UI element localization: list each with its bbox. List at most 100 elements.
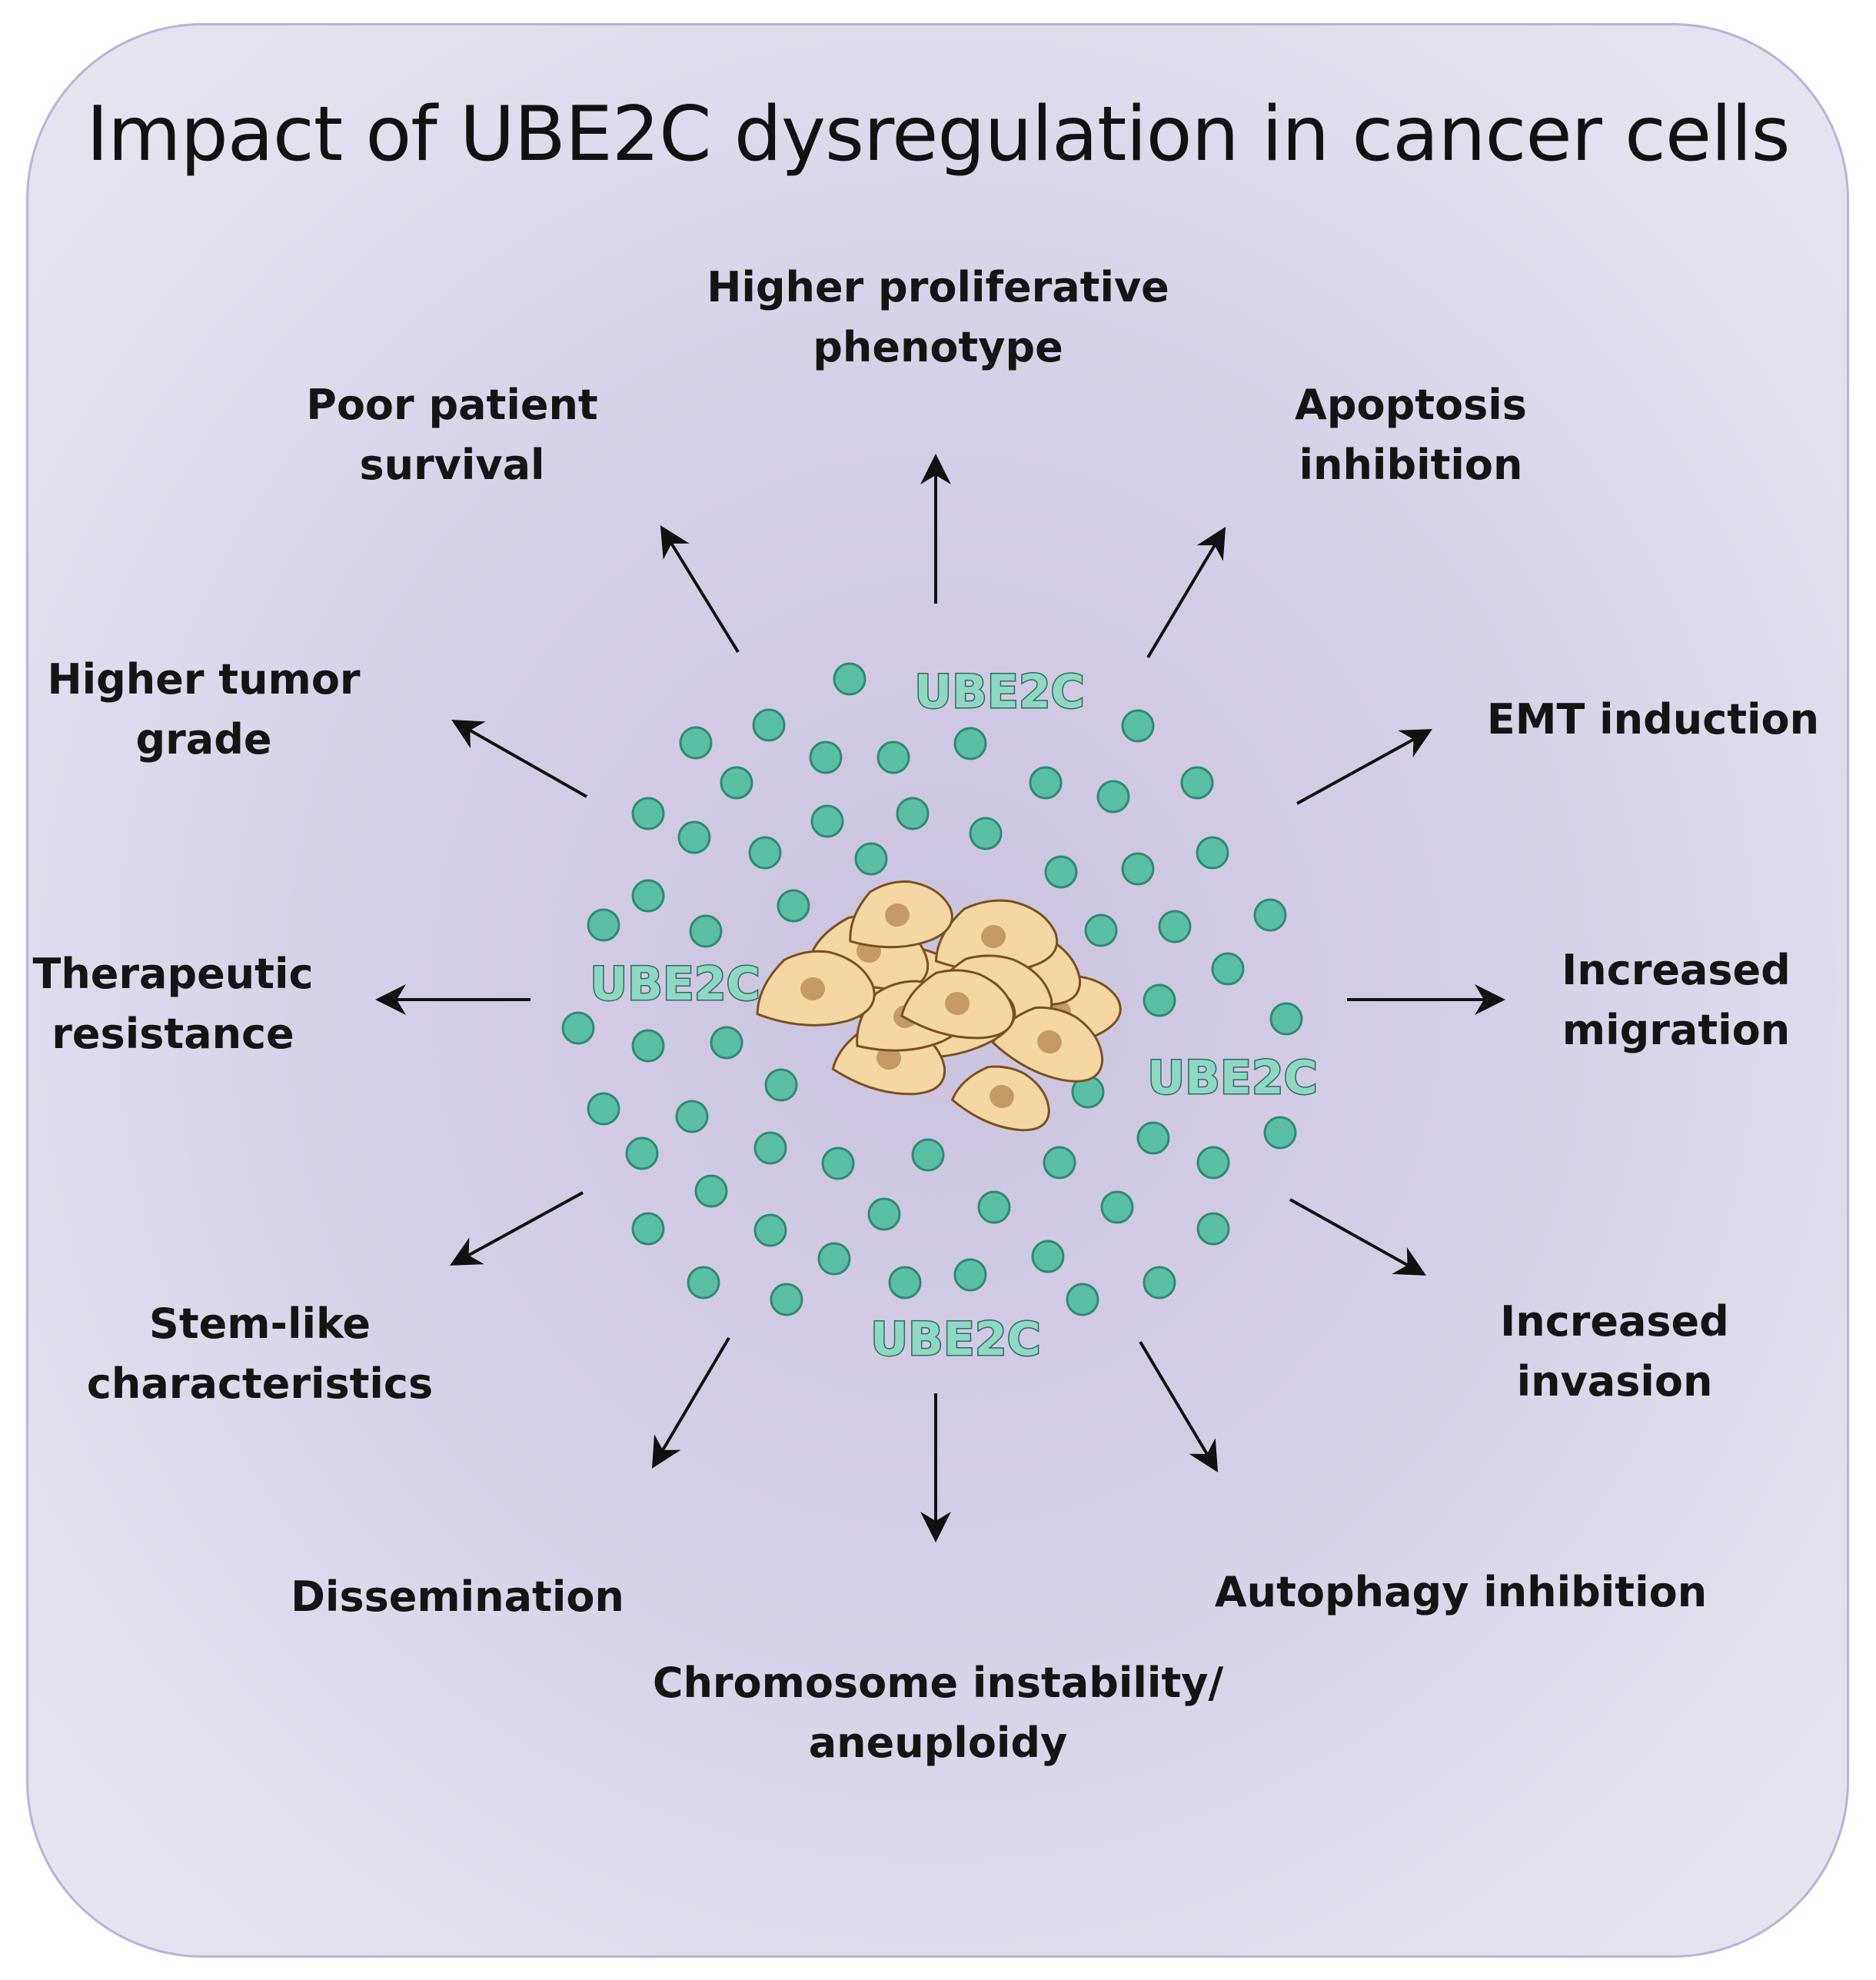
ube2c-dot <box>1044 855 1078 889</box>
arrow-survival <box>660 525 740 654</box>
ube2c-dot <box>677 820 711 854</box>
ube2c-dot <box>1269 1002 1303 1036</box>
arrow-grade <box>451 720 587 798</box>
page-title: Impact of UBE2C dysregulation in cancer … <box>86 91 1791 178</box>
ube2c-dot <box>817 1242 851 1276</box>
ube2c-dot <box>720 766 753 800</box>
cell-nucleus <box>981 924 1006 949</box>
cell-nucleus <box>1037 1030 1062 1054</box>
cell-nucleus <box>800 977 825 1001</box>
ube2c-dot <box>679 726 713 760</box>
arrow-apoptosis <box>1146 527 1226 659</box>
ube2c-dots-group <box>561 662 1303 1316</box>
cancer-cell <box>900 969 1015 1040</box>
ube2c-dot <box>1143 983 1176 1017</box>
ube2c-dot <box>1029 766 1063 800</box>
ube2c-dot <box>1096 780 1130 814</box>
ube2c-dot <box>770 1283 803 1316</box>
ube2c-dot <box>631 879 665 913</box>
cancer-cell <box>991 1006 1104 1083</box>
ube2c-dot <box>1121 709 1155 743</box>
outcome-dissemination: Dissemination <box>291 1572 624 1621</box>
ube2c-dot <box>1043 1146 1076 1180</box>
cell-nucleus <box>945 991 970 1016</box>
ube2c-dot <box>969 817 1003 850</box>
cancer-cell <box>950 1065 1050 1132</box>
ube2c-dot <box>1031 1240 1065 1273</box>
ube2c-dot <box>896 797 930 830</box>
ube2c-dot <box>631 797 665 830</box>
ube2c-dot <box>561 1011 595 1045</box>
ube2c-dot <box>833 662 866 696</box>
ube2c-dot <box>587 908 620 942</box>
cell-nucleus <box>885 903 910 927</box>
ube2c-dot <box>953 727 987 760</box>
ube2c-label-left: UBE2C <box>590 957 760 1011</box>
ube2c-dot <box>1263 1116 1297 1150</box>
ube2c-dot <box>1121 852 1155 886</box>
outcome-emt: EMT induction <box>1486 695 1820 744</box>
ube2c-dot <box>1066 1283 1099 1316</box>
ube2c-dot <box>1100 1190 1134 1224</box>
cancer-cell <box>756 950 876 1027</box>
ube2c-dot <box>753 1213 787 1247</box>
ube2c-dot <box>675 1100 709 1133</box>
ube2c-dot <box>631 1212 665 1246</box>
ube2c-dot <box>710 1026 743 1060</box>
ube2c-dot <box>1196 836 1229 870</box>
ube2c-dot <box>1253 898 1287 932</box>
ube2c-dot <box>753 1131 787 1165</box>
ube2c-dot <box>1143 1266 1176 1299</box>
ube2c-dot <box>1196 1146 1230 1180</box>
ube2c-dot <box>1196 1212 1230 1246</box>
ube2c-label-bottom: UBE2C <box>870 1313 1040 1366</box>
ube2c-dot <box>888 1266 922 1299</box>
ube2c-label-top: UBE2C <box>914 665 1084 719</box>
ube2c-dot <box>748 836 782 870</box>
ube2c-dot <box>911 1138 945 1172</box>
cancer-cell <box>849 880 953 949</box>
arrow-emt <box>1296 729 1433 805</box>
ube2c-dot <box>687 1266 720 1299</box>
ube2c-dot <box>1180 766 1214 800</box>
outcome-chromosome: Chromosome instability/aneuploidy <box>652 1659 1224 1767</box>
ube2c-dot <box>752 708 786 742</box>
arrow-stem <box>449 1191 584 1266</box>
arrow-dissemination <box>651 1336 730 1469</box>
arrows-group <box>375 454 1505 1542</box>
cell-nucleus <box>990 1084 1014 1109</box>
ube2c-dot <box>867 1197 901 1231</box>
outcome-autophagy: Autophagy inhibition <box>1214 1568 1708 1616</box>
ube2c-dot <box>777 889 810 923</box>
arrow-invasion <box>1289 1198 1426 1276</box>
cancer-cell-cluster <box>756 880 1122 1132</box>
ube2c-dot <box>1084 913 1118 947</box>
ube2c-labels-group: UBE2C UBE2C UBE2C UBE2C <box>589 664 1319 1368</box>
ube2c-label-right: UBE2C <box>1147 1051 1317 1105</box>
ube2c-dot <box>1211 952 1245 986</box>
ube2c-dot <box>625 1136 659 1170</box>
ube2c-dot <box>1158 910 1192 943</box>
ube2c-dot <box>1136 1121 1170 1155</box>
ube2c-dot <box>821 1146 855 1180</box>
ube2c-dot <box>694 1174 728 1208</box>
ube2c-dot <box>689 914 723 948</box>
ube2c-dot <box>953 1258 987 1292</box>
ube2c-dot <box>809 740 843 774</box>
ube2c-dot <box>631 1029 665 1063</box>
ube2c-dot <box>764 1068 798 1102</box>
ube2c-dot <box>810 804 844 838</box>
ube2c-dot <box>854 842 888 876</box>
ube2c-dot <box>876 740 910 774</box>
arrow-autophagy <box>1139 1340 1219 1473</box>
ube2c-dot <box>587 1092 620 1126</box>
